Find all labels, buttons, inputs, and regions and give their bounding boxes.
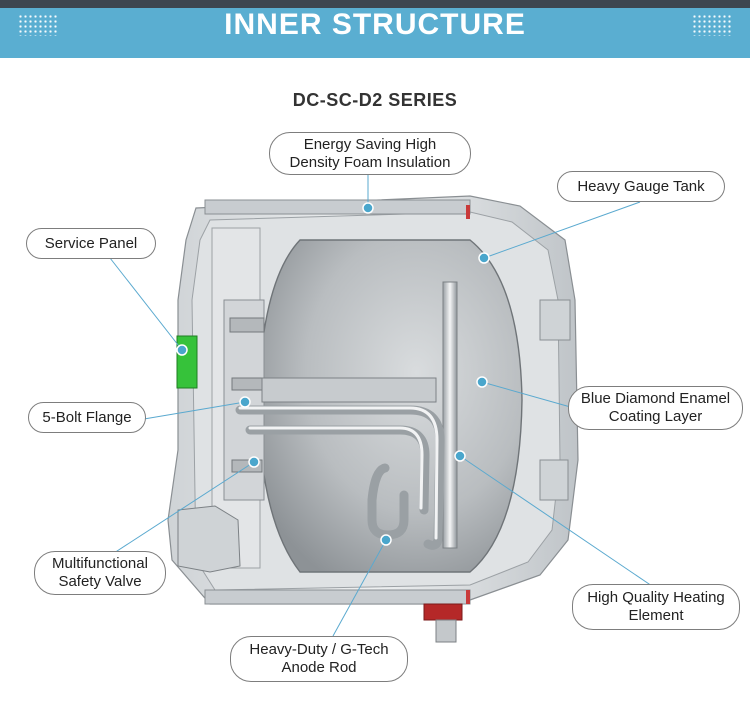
anode-rod <box>442 281 458 549</box>
callout-enamel-coating: Blue Diamond Enamel Coating Layer <box>568 386 743 430</box>
callout-foam-insulation: Energy Saving High Density Foam Insulati… <box>269 132 471 175</box>
callout-markers <box>176 202 490 546</box>
callout-heating-element: High Quality Heating Element <box>572 584 740 630</box>
decorative-dots-right <box>692 14 732 36</box>
bottom-outlet <box>423 603 463 621</box>
leader-lines <box>109 174 653 637</box>
page-title: INNER STRUCTURE <box>224 8 526 41</box>
safety-valve <box>177 505 241 573</box>
service-panel <box>176 335 198 389</box>
header-banner <box>0 0 750 58</box>
callout-anode-rod: Heavy-Duty / G-Tech Anode Rod <box>230 636 408 682</box>
callout-5-bolt-flange: 5-Bolt Flange <box>28 402 146 433</box>
callout-heavy-gauge-tank: Heavy Gauge Tank <box>557 171 725 202</box>
series-title: DC-SC-D2 SERIES <box>292 90 458 110</box>
callout-safety-valve: Multifunctional Safety Valve <box>34 551 166 595</box>
decorative-dots-left <box>18 14 58 36</box>
callout-service-panel: Service Panel <box>26 228 156 259</box>
